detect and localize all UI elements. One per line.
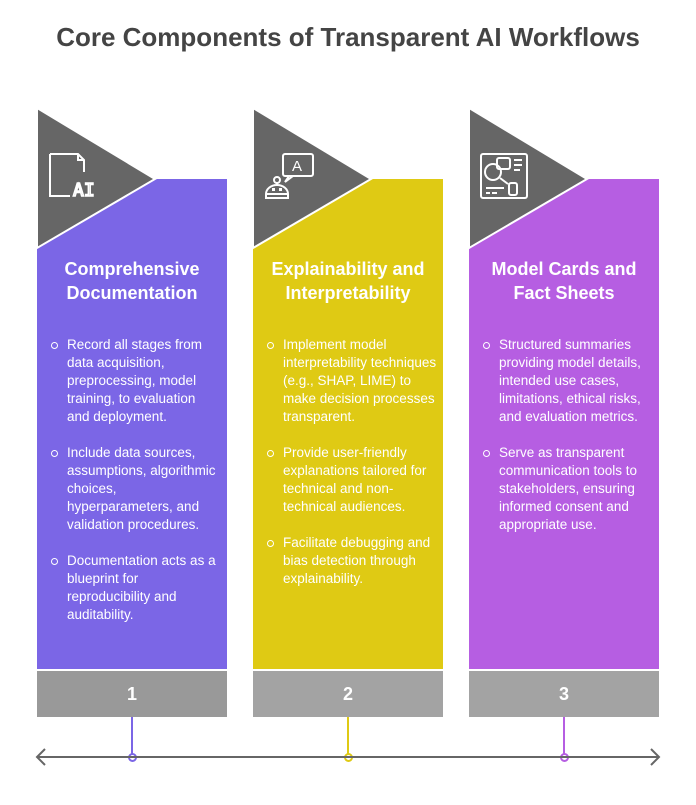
bullet-item: Documentation acts as a blueprint for re… [49,552,221,624]
column-panel [37,179,227,669]
column-title: Comprehensive Documentation [64,259,200,303]
bullet-item: Record all stages from data acquisition,… [49,336,221,426]
bullet-item: Facilitate debugging and bias detection … [265,534,437,588]
arrow-right-icon [650,748,661,766]
column-panel [253,179,443,669]
timeline-connector [347,717,349,757]
arrow-left-icon [35,748,46,766]
component-column-1: AI Comprehensive Documentation Record al… [37,0,227,805]
page-title: Core Components of Transparent AI Workfl… [56,22,640,52]
bullet-item: Include data sources, assumptions, algor… [49,444,221,534]
header-triangle [37,108,157,250]
step-number: 2 [253,671,443,717]
bullet-item: Serve as transparent communication tools… [481,444,653,534]
bullet-list: Structured summaries providing model det… [481,336,653,552]
step-number: 3 [469,671,659,717]
bullet-list: Implement model interpretability techniq… [265,336,437,606]
header-triangle [253,108,373,250]
bullet-item: Implement model interpretability techniq… [265,336,437,426]
svg-text:A: A [292,158,302,175]
column-panel [469,179,659,669]
model-card-icon [480,153,528,199]
svg-text:AI: AI [73,180,95,201]
bullet-list: Record all stages from data acquisition,… [49,336,221,642]
column-title: Model Cards and Fact Sheets [491,259,637,303]
component-column-2: A Explainability and Interpretability Im… [253,0,443,805]
ai-document-icon: AI [49,153,95,202]
step-number: 1 [37,671,227,717]
timeline-connector [563,717,565,757]
timeline-connector [131,717,133,757]
bullet-item: Provide user-friendly explanations tailo… [265,444,437,516]
column-title: Explainability and Interpretability [271,259,425,303]
component-column-3: Model Cards and Fact Sheets Structured s… [469,0,659,805]
bullet-item: Structured summaries providing model det… [481,336,653,426]
robot-chat-icon: A [265,153,314,199]
